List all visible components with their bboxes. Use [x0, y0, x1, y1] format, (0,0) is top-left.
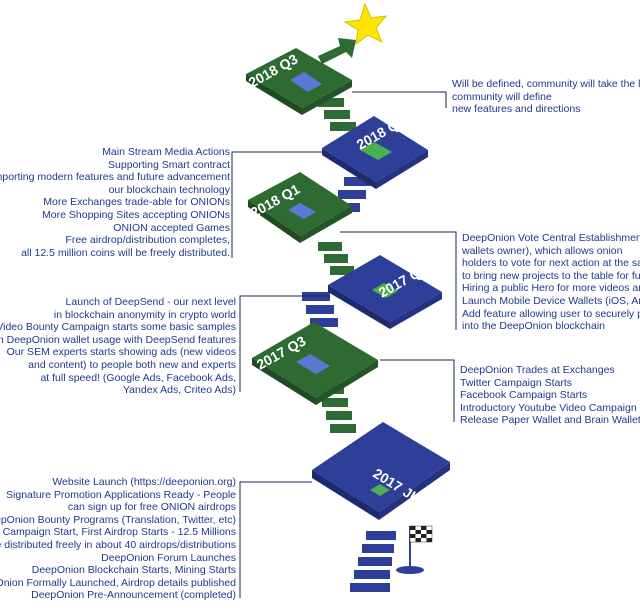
note-line: Video Bounty Campaign starts some basic …: [0, 321, 236, 334]
note-line: Launch Mobile Device Wallets (iOS, Andri…: [462, 294, 640, 307]
platform-2018-q2: [322, 116, 428, 189]
platform-2018-q1: [248, 172, 352, 243]
green-cube: [360, 142, 392, 160]
blue-cube: [288, 203, 316, 219]
platform-2018-q3: [246, 38, 356, 115]
note-line: new features and directions: [452, 103, 581, 116]
note-line: DeepOnion Blockchain Starts, Mining Star…: [31, 564, 236, 577]
stair-step: [324, 254, 348, 263]
stair-step: [322, 398, 348, 407]
stair-step: [318, 98, 344, 107]
note-line: DeepOnion Vote Central Establishment (ve…: [462, 232, 640, 244]
platform-2017-q3: [252, 322, 378, 405]
note-line: holders to vote for next action at the s…: [462, 257, 640, 270]
stair-step: [330, 424, 356, 433]
notes-2017-jul: Website Launch (https://deeponion.org) S…: [0, 476, 236, 602]
note-line: at full speed! (Google Ads, Facebook Ads…: [40, 371, 236, 384]
note-line: wallets owner), which allows onion: [462, 244, 623, 257]
note-line: Hiring a public Hero for more videos and…: [462, 282, 640, 295]
note-line: Website Launch (https://deeponion.org): [52, 476, 236, 488]
blue-cube: [296, 354, 330, 374]
connector-2018-q1: [340, 231, 457, 330]
note-line: Introductory Youtube Video Campaign Star…: [460, 401, 640, 414]
note-line: Facebook Campaign Starts: [460, 389, 588, 402]
note-line: and content) to people both new and expe…: [28, 358, 236, 371]
stair-step: [354, 570, 390, 579]
note-line: Will be defined, community will take the…: [452, 78, 640, 90]
notes-2018-q2: Main Stream Media Actions Supporting Sma…: [0, 146, 230, 259]
stair-step: [362, 544, 394, 553]
arrow-up: [318, 38, 356, 64]
note-line: can sign up for free ONION airdrops: [67, 501, 236, 514]
note-line: Signature Promotion Applications Ready -…: [6, 488, 236, 501]
note-line: Yandex Ads, Criteo Ads): [122, 384, 236, 397]
connector-2018-q3: [352, 91, 447, 108]
note-line: Add feature allowing user to securely pu…: [462, 307, 640, 320]
note-line: community will define: [452, 90, 552, 103]
note-line: into the DeepOnion blockchain: [462, 320, 606, 333]
connector-2017-q3: [380, 359, 455, 422]
green-cube: [372, 283, 398, 298]
note-line: Main Stream Media Actions: [102, 146, 230, 158]
notes-2017-q4: Launch of DeepSend - our next level in b…: [0, 296, 236, 397]
note-line: DeepOnion Formally Launched, Airdrop det…: [0, 576, 236, 589]
notes-2018-q3: Will be defined, community will take the…: [452, 78, 640, 116]
note-line: from DeepOnion wallet usage with DeepSen…: [0, 333, 236, 346]
connector-2017-q4: [239, 295, 330, 392]
stair-step: [366, 531, 396, 540]
note-line: Launch of DeepSend - our next level: [65, 296, 236, 308]
note-line: Signature Campaign Start, First Airdrop …: [0, 526, 236, 539]
platform-2017-jul: [312, 422, 450, 520]
note-line: our blockchain technology: [108, 183, 230, 196]
note-line: ONION accepted Games: [113, 221, 230, 234]
note-line: ONIONs will be distributed freely in abo…: [0, 538, 236, 551]
note-line: Supporting Smart contract: [108, 158, 230, 171]
stair-step: [358, 557, 392, 566]
note-line: Twitter Campaign Starts: [460, 376, 573, 389]
stair-step: [330, 266, 354, 275]
note-line: More Shopping Sites accepting ONIONs: [42, 208, 230, 221]
note-line: DeepOnion Trades at Exchanges: [460, 364, 615, 376]
note-line: DeepOnion Pre-Announcement (completed): [31, 589, 236, 602]
stair-step: [330, 122, 356, 131]
stair-step: [306, 305, 334, 314]
stair-step: [324, 110, 350, 119]
note-line: More Exchanges trade-able for ONIONs: [43, 196, 230, 209]
finish-flag-icon: [396, 525, 433, 574]
stair-step: [350, 583, 390, 592]
note-line: Release Paper Wallet and Brain Wallet: [460, 414, 640, 427]
stair-step: [326, 411, 352, 420]
note-line: Our SEM experts starts showing ads (new …: [6, 346, 236, 359]
note-line: Free airdrop/distribution completes,: [65, 234, 230, 247]
connector-lines: [231, 91, 457, 598]
stair-step: [338, 190, 366, 199]
star-icon: [343, 2, 388, 46]
note-line: to bring new projects to the table for f…: [462, 269, 640, 282]
note-line: all 12.5 million coins will be freely di…: [21, 246, 230, 259]
notes-2018-q1: DeepOnion Vote Central Establishment (ve…: [462, 232, 640, 333]
stair-step: [344, 177, 372, 186]
connector-2018-q2: [231, 151, 328, 258]
stair-step: [318, 242, 342, 251]
connector-2017-jul: [239, 481, 312, 598]
stair-step: [310, 318, 338, 327]
platform-2017-q4: [328, 255, 442, 329]
notes-2017-q3: DeepOnion Trades at Exchanges Twitter Ca…: [460, 364, 640, 427]
note-line: Announce DeepOnion Bounty Programs (Tran…: [0, 513, 236, 526]
note-line: DeepOnion Forum Launches: [101, 551, 236, 564]
note-line: Importing modern features and future adv…: [0, 171, 230, 184]
blue-cube: [290, 72, 322, 92]
note-line: in blockchain anonymity in crypto world: [53, 308, 236, 321]
green-cube: [370, 484, 390, 496]
